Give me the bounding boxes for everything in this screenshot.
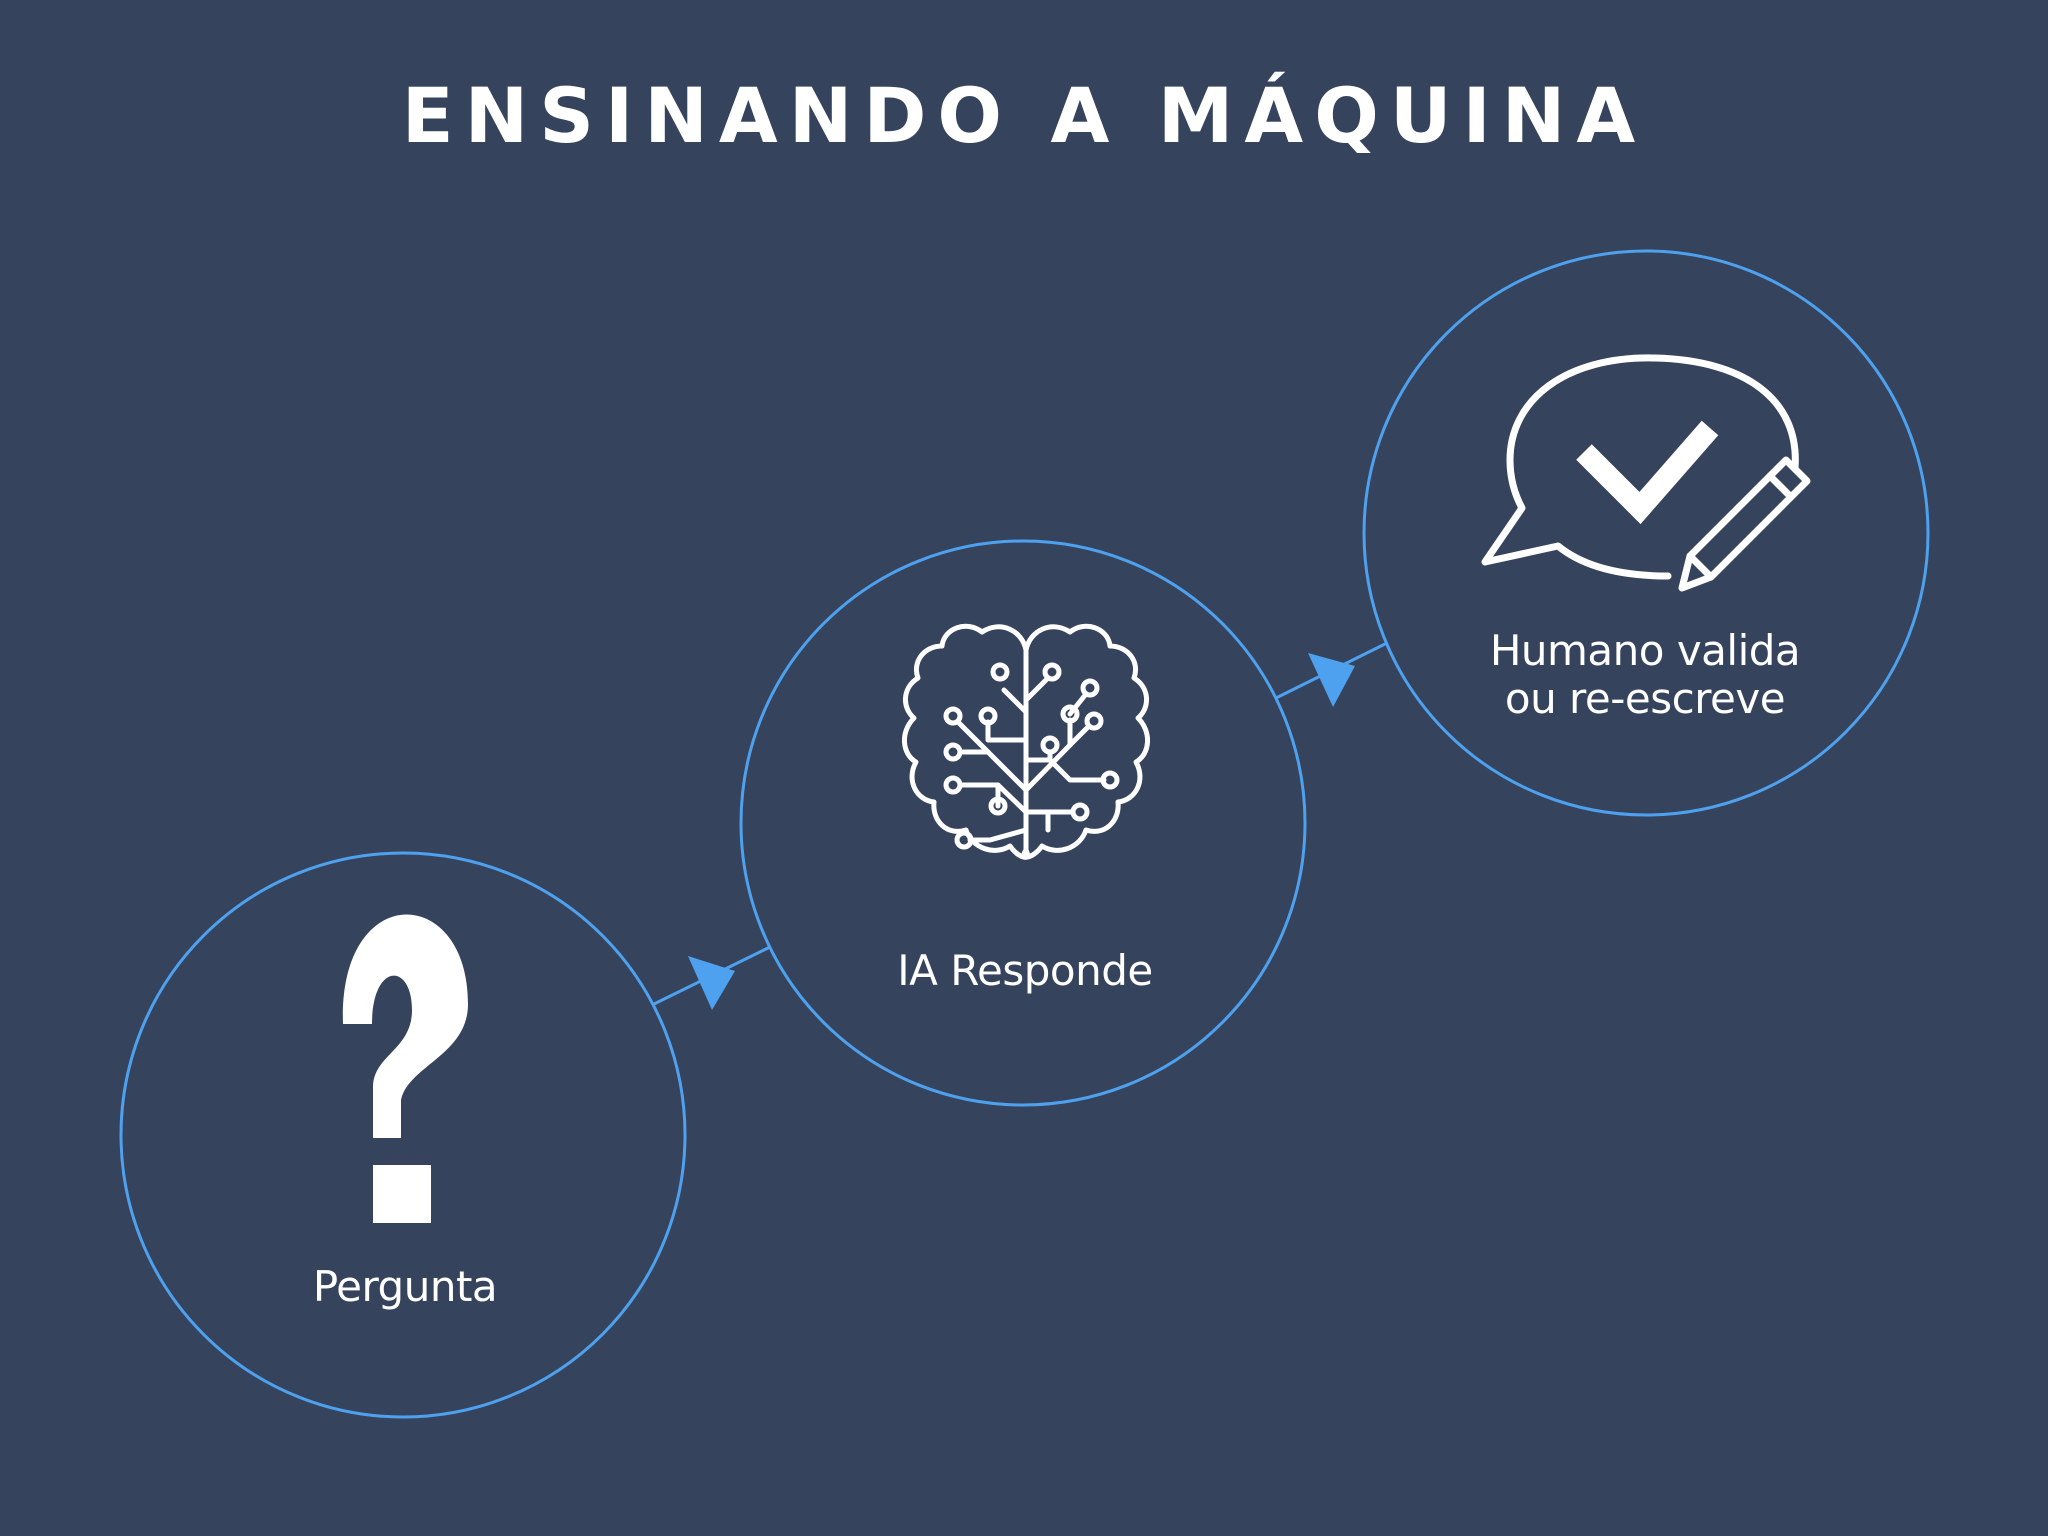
page-title: ENSINANDO A MÁQUINA <box>401 71 1647 160</box>
step-circle-humano <box>1362 249 1930 817</box>
arrow-head-2-3 <box>1308 653 1355 707</box>
speech-bubble-check-pencil-icon <box>1481 354 1811 592</box>
circuit-brain-icon <box>902 623 1150 860</box>
arrow-head-1-2 <box>688 956 735 1010</box>
step-label-humano-line1: Humano valida <box>1489 626 1801 675</box>
step-circle-ia-responde <box>739 539 1307 1107</box>
step-label-pergunta: Pergunta <box>312 1262 498 1311</box>
step-label-humano-line2: ou re-escreve <box>1504 674 1786 724</box>
step-label-ia-responde: IA Responde <box>897 946 1153 995</box>
step-label-humano: Humano valida ou re-escreve <box>1360 626 1930 724</box>
step-circle-pergunta <box>119 851 687 1419</box>
question-mark-icon <box>342 914 468 1223</box>
